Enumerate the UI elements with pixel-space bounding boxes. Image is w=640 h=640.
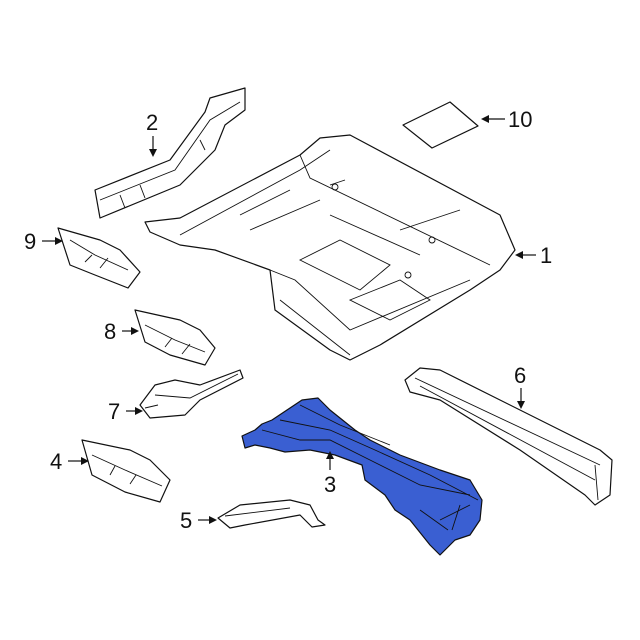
part-6-crossmember[interactable] (404, 367, 613, 506)
part-10-pad[interactable] (402, 101, 479, 149)
callout-5[interactable]: 5 (180, 508, 217, 533)
callout-2[interactable]: 2 (146, 110, 158, 157)
callout-7[interactable]: 7 (108, 399, 143, 424)
part-7-bracket[interactable] (139, 369, 244, 419)
callout-10[interactable]: 10 (481, 107, 532, 132)
part-4-bracket[interactable] (81, 439, 171, 503)
callout-6[interactable]: 6 (514, 363, 526, 409)
callout-label-8: 8 (104, 319, 116, 344)
callout-label-2: 2 (146, 110, 158, 135)
callout-label-1: 1 (540, 243, 552, 268)
callout-label-7: 7 (108, 399, 120, 424)
callout-8[interactable]: 8 (104, 319, 139, 344)
callout-1[interactable]: 1 (515, 243, 552, 268)
callout-4[interactable]: 4 (50, 449, 89, 474)
callout-label-4: 4 (50, 449, 62, 474)
part-1-floor-pan[interactable] (144, 134, 516, 361)
callout-label-5: 5 (180, 508, 192, 533)
part-3-tunnel-highlighted[interactable] (241, 397, 483, 556)
callout-label-10: 10 (508, 107, 532, 132)
part-9-bracket[interactable] (57, 227, 141, 289)
callout-label-3: 3 (324, 472, 336, 497)
part-8-bracket[interactable] (134, 309, 216, 366)
callout-3[interactable]: 3 (324, 451, 336, 497)
callout-label-6: 6 (514, 363, 526, 388)
callout-9[interactable]: 9 (24, 229, 63, 254)
callout-label-9: 9 (24, 229, 36, 254)
part-5-bracket[interactable] (217, 499, 326, 529)
part-2-rail[interactable] (94, 87, 246, 219)
